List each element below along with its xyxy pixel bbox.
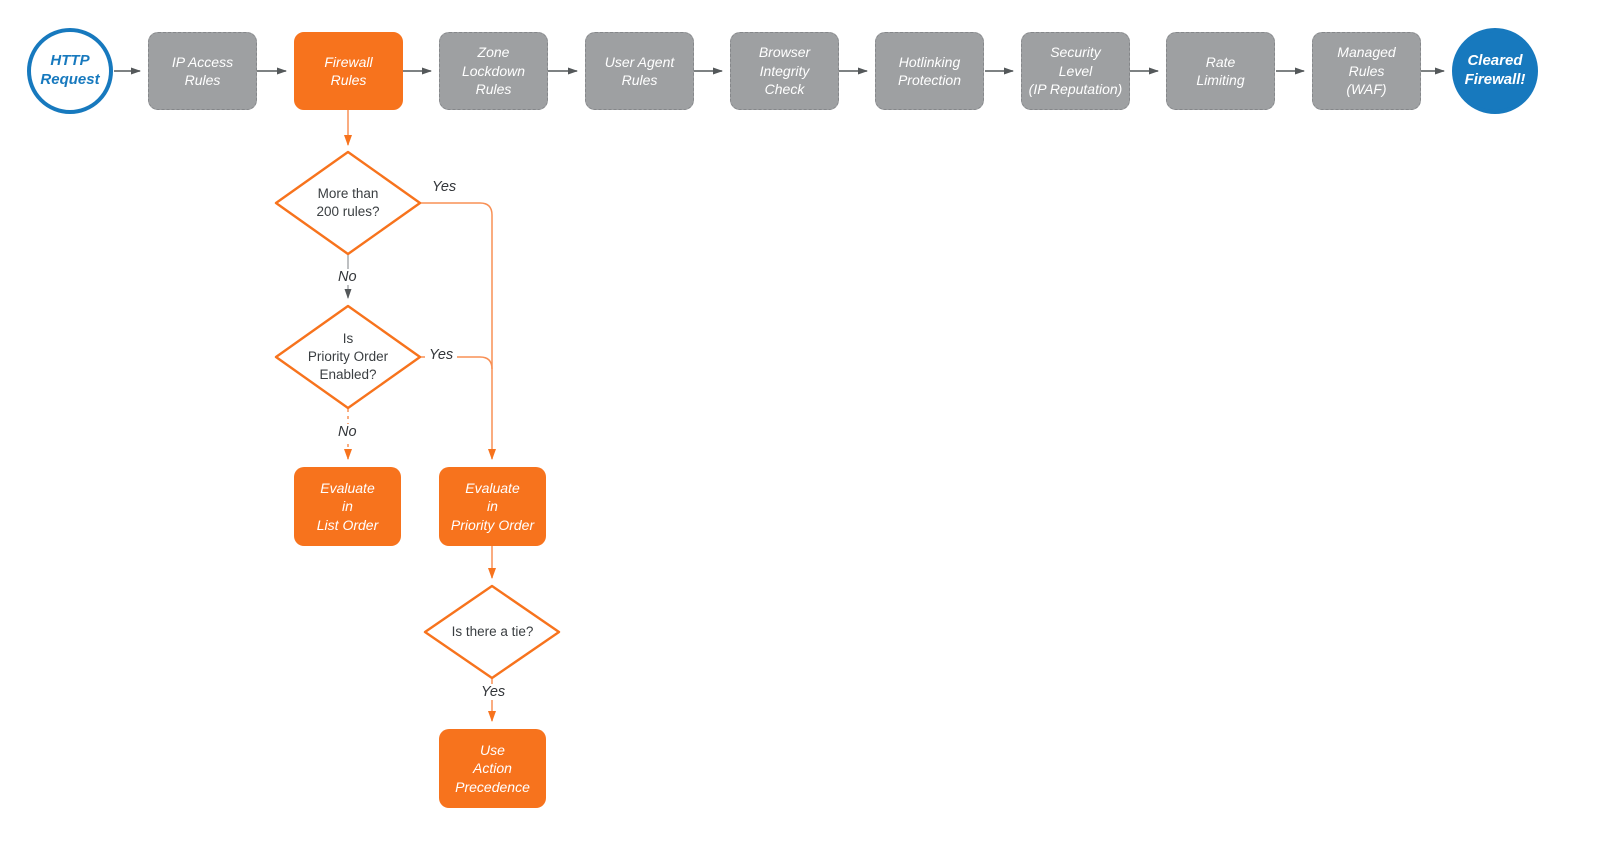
edge-label-d1-yes: Yes [428, 179, 461, 195]
edge-d2-yes [420, 356, 493, 370]
decision-more-than-200-shape [274, 150, 422, 256]
decision-more-than-200-label: More than 200 rules? [316, 185, 380, 219]
step-managed-rules-waf: Managed Rules (WAF) [1312, 32, 1421, 110]
edge-d1-yes [420, 202, 496, 460]
edge-label-d3-yes: Yes [477, 684, 510, 700]
step-user-agent-rules: User Agent Rules [585, 32, 694, 110]
decision-tie-shape [423, 584, 561, 680]
step-zone-lockdown-rules: Zone Lockdown Rules [439, 32, 548, 110]
edge-label-d2-no: No [334, 424, 361, 440]
start-http-request: HTTP Request [27, 28, 113, 114]
step-rate-limiting: Rate Limiting [1166, 32, 1275, 110]
decision-priority-enabled-shape [274, 304, 422, 410]
action-evaluate-priority-order: Evaluate in Priority Order [439, 467, 546, 546]
edge-label-d2-yes: Yes [425, 347, 458, 363]
action-use-action-precedence: Use Action Precedence [439, 729, 546, 808]
step-security-level: Security Level (IP Reputation) [1021, 32, 1130, 110]
end-cleared-firewall: Cleared Firewall! [1452, 28, 1538, 114]
action-evaluate-list-order: Evaluate in List Order [294, 467, 401, 546]
decision-priority-enabled-label: Is Priority Order Enabled? [307, 330, 389, 383]
step-hotlinking-protection: Hotlinking Protection [875, 32, 984, 110]
step-browser-integrity: Browser Integrity Check [730, 32, 839, 110]
step-firewall-rules: Firewall Rules [294, 32, 403, 110]
edge-label-d1-no: No [334, 269, 361, 285]
step-ip-access-rules: IP Access Rules [148, 32, 257, 110]
decision-tie-label: Is there a tie? [451, 623, 534, 639]
